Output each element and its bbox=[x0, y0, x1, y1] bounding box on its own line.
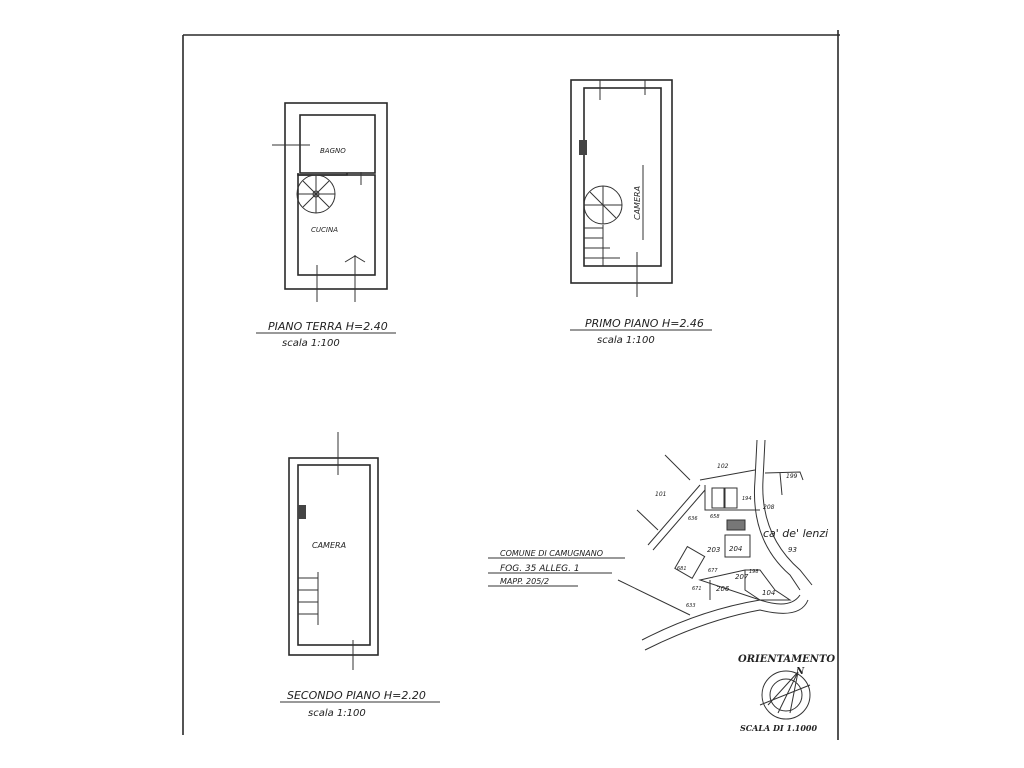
locality-label: ca' de' lenzi bbox=[763, 527, 828, 540]
parcel-681: 681 bbox=[677, 566, 687, 572]
parcel-633: 633 bbox=[686, 603, 696, 609]
parcel-93: 93 bbox=[788, 546, 797, 554]
parcel-101: 101 bbox=[655, 491, 666, 498]
foglio-label: FOG. 35 ALLEG. 1 bbox=[500, 564, 580, 574]
parcel-671: 671 bbox=[692, 586, 702, 592]
ground-floor-scale: scala 1:100 bbox=[282, 338, 340, 349]
first-floor-title: PRIMO PIANO H=2.46 bbox=[585, 317, 704, 330]
parcel-208: 208 bbox=[763, 504, 775, 511]
parcel-207: 207 bbox=[735, 573, 749, 581]
map-scale-label: SCALA DI 1.1000 bbox=[740, 723, 817, 733]
parcel-104: 104 bbox=[762, 589, 775, 597]
parcel-203: 203 bbox=[707, 546, 720, 554]
ground-floor-plan: BAGNO CUCINA PIANO TERRA H=2.40 scala 1:… bbox=[256, 102, 396, 349]
orientation-label: ORIENTAMENTO bbox=[738, 654, 835, 665]
parcel-102: 102 bbox=[717, 463, 729, 470]
first-floor-scale: scala 1:100 bbox=[597, 335, 655, 346]
orientation-compass: ORIENTAMENTO N SCALA DI 1.1000 bbox=[738, 654, 835, 733]
parcel-194: 194 bbox=[742, 496, 752, 502]
cadastral-title-block: COMUNE DI CAMUGNANO FOG. 35 ALLEG. 1 MAP… bbox=[488, 549, 625, 587]
cadastral-map: 102 101 199 208 93 203 204 207 206 104 6… bbox=[617, 439, 828, 651]
parcel-677: 677 bbox=[708, 568, 718, 574]
comune-label: COMUNE DI CAMUGNANO bbox=[500, 549, 603, 558]
parcel-658: 658 bbox=[710, 514, 720, 520]
parcel-636: 636 bbox=[688, 516, 698, 522]
second-floor-plan: CAMERA SECONDO PIANO H=2.20 scala 1:100 bbox=[280, 432, 440, 719]
parcel-199: 199 bbox=[786, 473, 798, 480]
room-label-cucina: CUCINA bbox=[311, 226, 338, 234]
parcel-198: 198 bbox=[749, 569, 759, 575]
room-label-bagno: BAGNO bbox=[320, 147, 346, 155]
parcel-206: 206 bbox=[716, 585, 730, 593]
compass-rose-icon bbox=[759, 670, 811, 720]
north-label: N bbox=[795, 667, 805, 677]
second-floor-scale: scala 1:100 bbox=[308, 708, 366, 719]
second-floor-title: SECONDO PIANO H=2.20 bbox=[287, 689, 426, 702]
first-floor-plan: CAMERA PRIMO PIANO H=2.46 scala 1:100 bbox=[570, 79, 712, 346]
ground-floor-title: PIANO TERRA H=2.40 bbox=[268, 320, 388, 333]
mappale-label: MAPP. 205/2 bbox=[500, 577, 549, 586]
room-label-camera-second: CAMERA bbox=[312, 541, 346, 550]
room-label-camera-first: CAMERA bbox=[633, 186, 642, 220]
sheet-frame bbox=[182, 30, 840, 740]
parcel-204: 204 bbox=[729, 545, 742, 553]
